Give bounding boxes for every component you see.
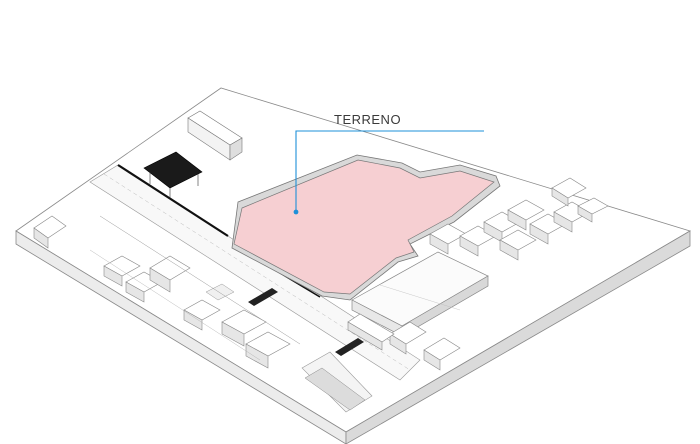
base-slab-right-face	[345, 230, 691, 444]
warehouse-building	[351, 251, 489, 337]
base-slab-left-face	[15, 230, 347, 444]
left-neighborhood	[33, 215, 301, 369]
lower-right-buildings	[347, 313, 461, 371]
side-street	[301, 351, 373, 413]
main-road	[89, 164, 421, 381]
terreno-label: TERRENO	[334, 112, 402, 127]
terreno-site	[231, 154, 501, 301]
right-houses	[429, 177, 609, 261]
sign-block	[187, 110, 243, 161]
site-area	[233, 159, 495, 295]
canopy-structure	[143, 151, 203, 198]
terreno-leader	[293, 130, 484, 215]
